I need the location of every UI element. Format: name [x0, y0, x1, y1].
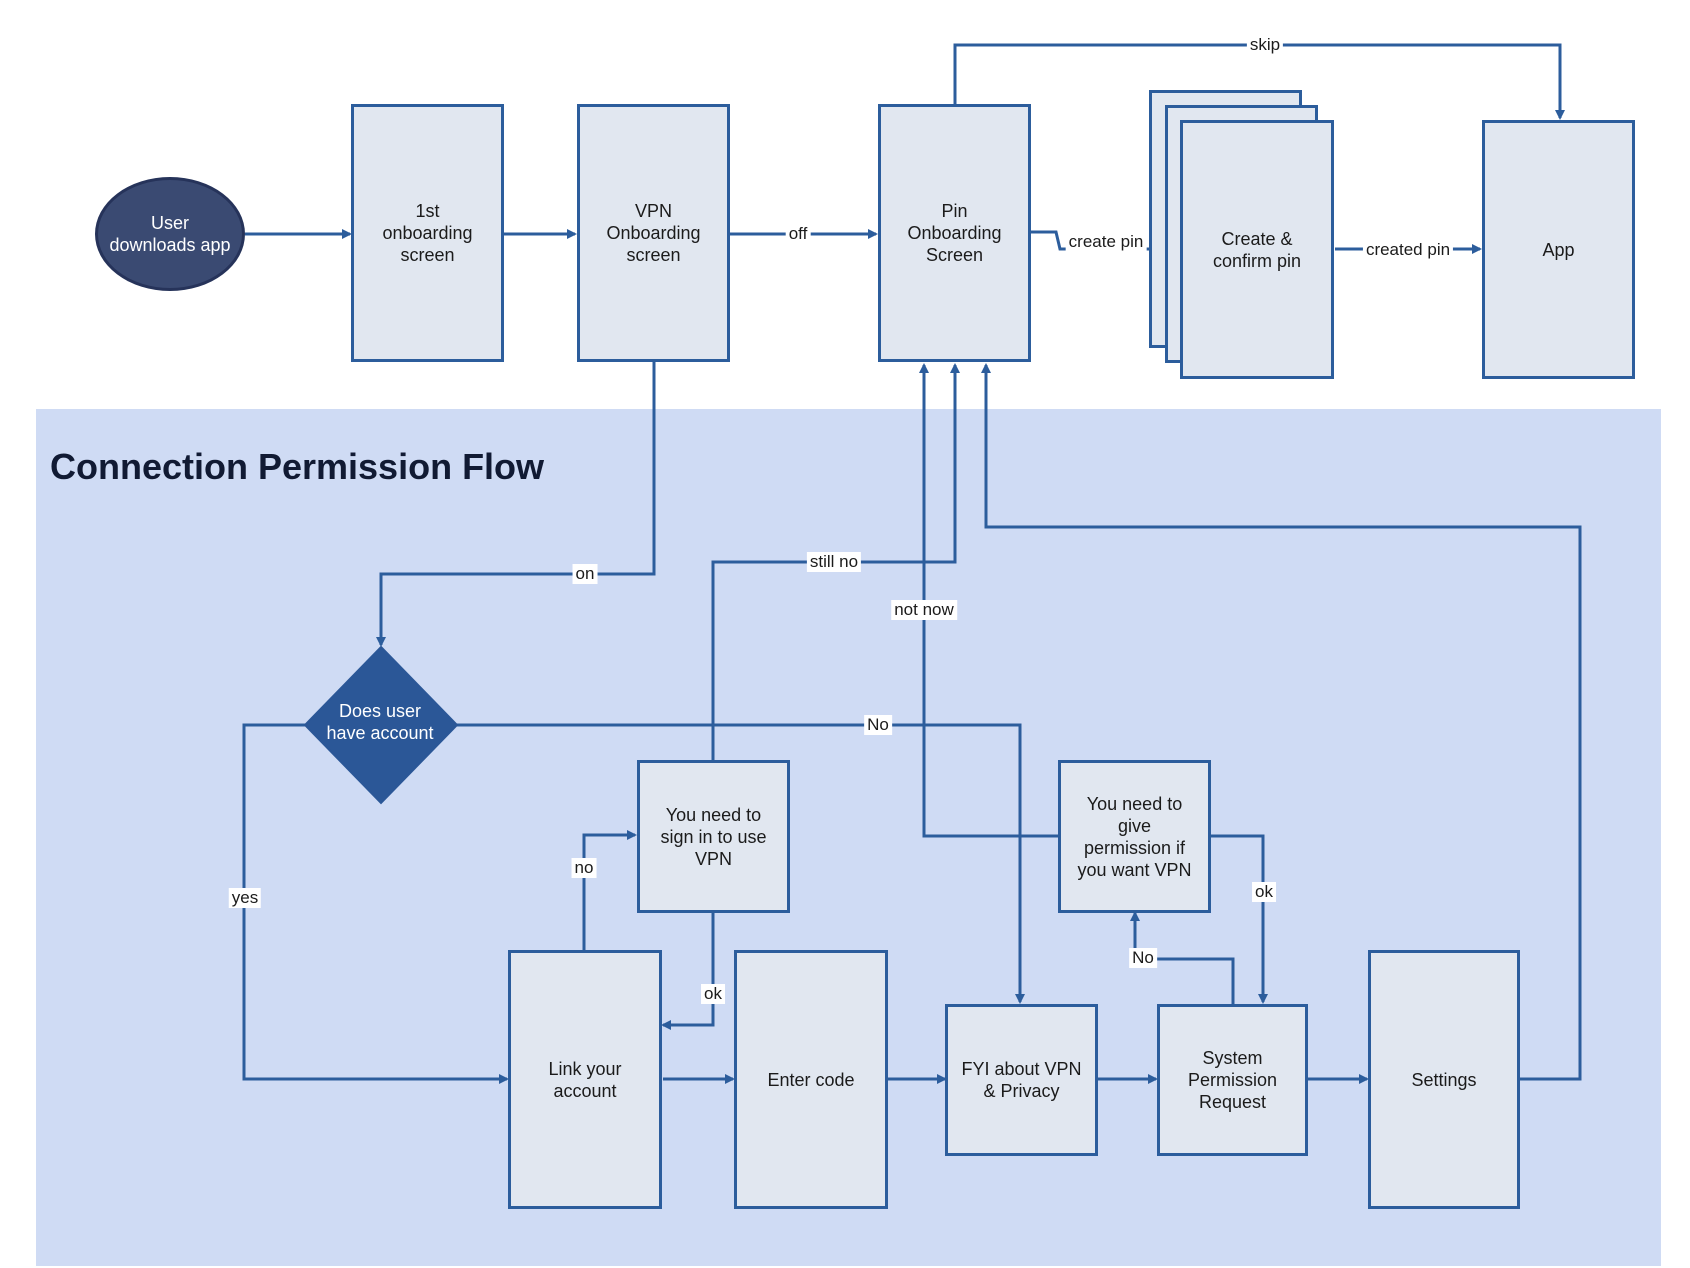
edge-label-no-permission: No [1129, 948, 1157, 968]
edge-label-ok-sign-in: ok [701, 984, 725, 1004]
decision-diamond [303, 645, 459, 805]
link-account-node: Link your account [508, 950, 662, 1209]
edge-label-no-account: No [864, 715, 892, 735]
permission-needed-node: You need to give permission if you want … [1058, 760, 1211, 913]
edge-permission-ok-to-system [1211, 834, 1268, 1004]
edge-label-still-no: still no [806, 552, 862, 572]
vpn-onboarding-node: VPN Onboarding screen [577, 104, 730, 362]
edge-settings-to-pin [981, 363, 1582, 1081]
pin-onboarding-node: Pin Onboarding Screen [878, 104, 1031, 362]
edge-label-yes: yes [228, 888, 262, 908]
region-title: Connection Permission Flow [50, 446, 545, 487]
decision-label: Does user have account [326, 701, 434, 743]
edge-label-ok-permission: ok [1252, 882, 1276, 902]
edge-label-off: off [785, 224, 811, 244]
edge-label-skip: skip [1246, 35, 1284, 55]
edge-label-no-sign-in: no [571, 858, 597, 878]
edge-decision-no-to-fyi [457, 723, 1025, 1004]
edge-link-no-to-signin [582, 830, 637, 950]
app-node: App [1482, 120, 1635, 379]
settings-node: Settings [1368, 950, 1520, 1209]
sign-in-needed-node: You need to sign in to use VPN [637, 760, 790, 913]
edge-label-create-pin: create pin [1065, 232, 1147, 252]
edge-label-created-pin: created pin [1362, 240, 1454, 260]
create-confirm-pin-node: Create & confirm pin [1180, 120, 1334, 379]
edge-vpn-on-to-decision [376, 362, 656, 647]
edge-permission-notnow-to-pin [919, 363, 1060, 838]
system-permission-node: System Permission Request [1157, 1004, 1308, 1156]
fyi-vpn-privacy-node: FYI about VPN & Privacy [945, 1004, 1098, 1156]
edge-label-not-now: not now [891, 600, 957, 620]
start-node: User downloads app [95, 177, 245, 291]
first-onboarding-node: 1st onboarding screen [351, 104, 504, 362]
edge-signin-ok-to-link [661, 912, 715, 1030]
enter-code-node: Enter code [734, 950, 888, 1209]
edge-system-no-to-permission [1130, 911, 1235, 1004]
edge-label-on: on [572, 564, 598, 584]
